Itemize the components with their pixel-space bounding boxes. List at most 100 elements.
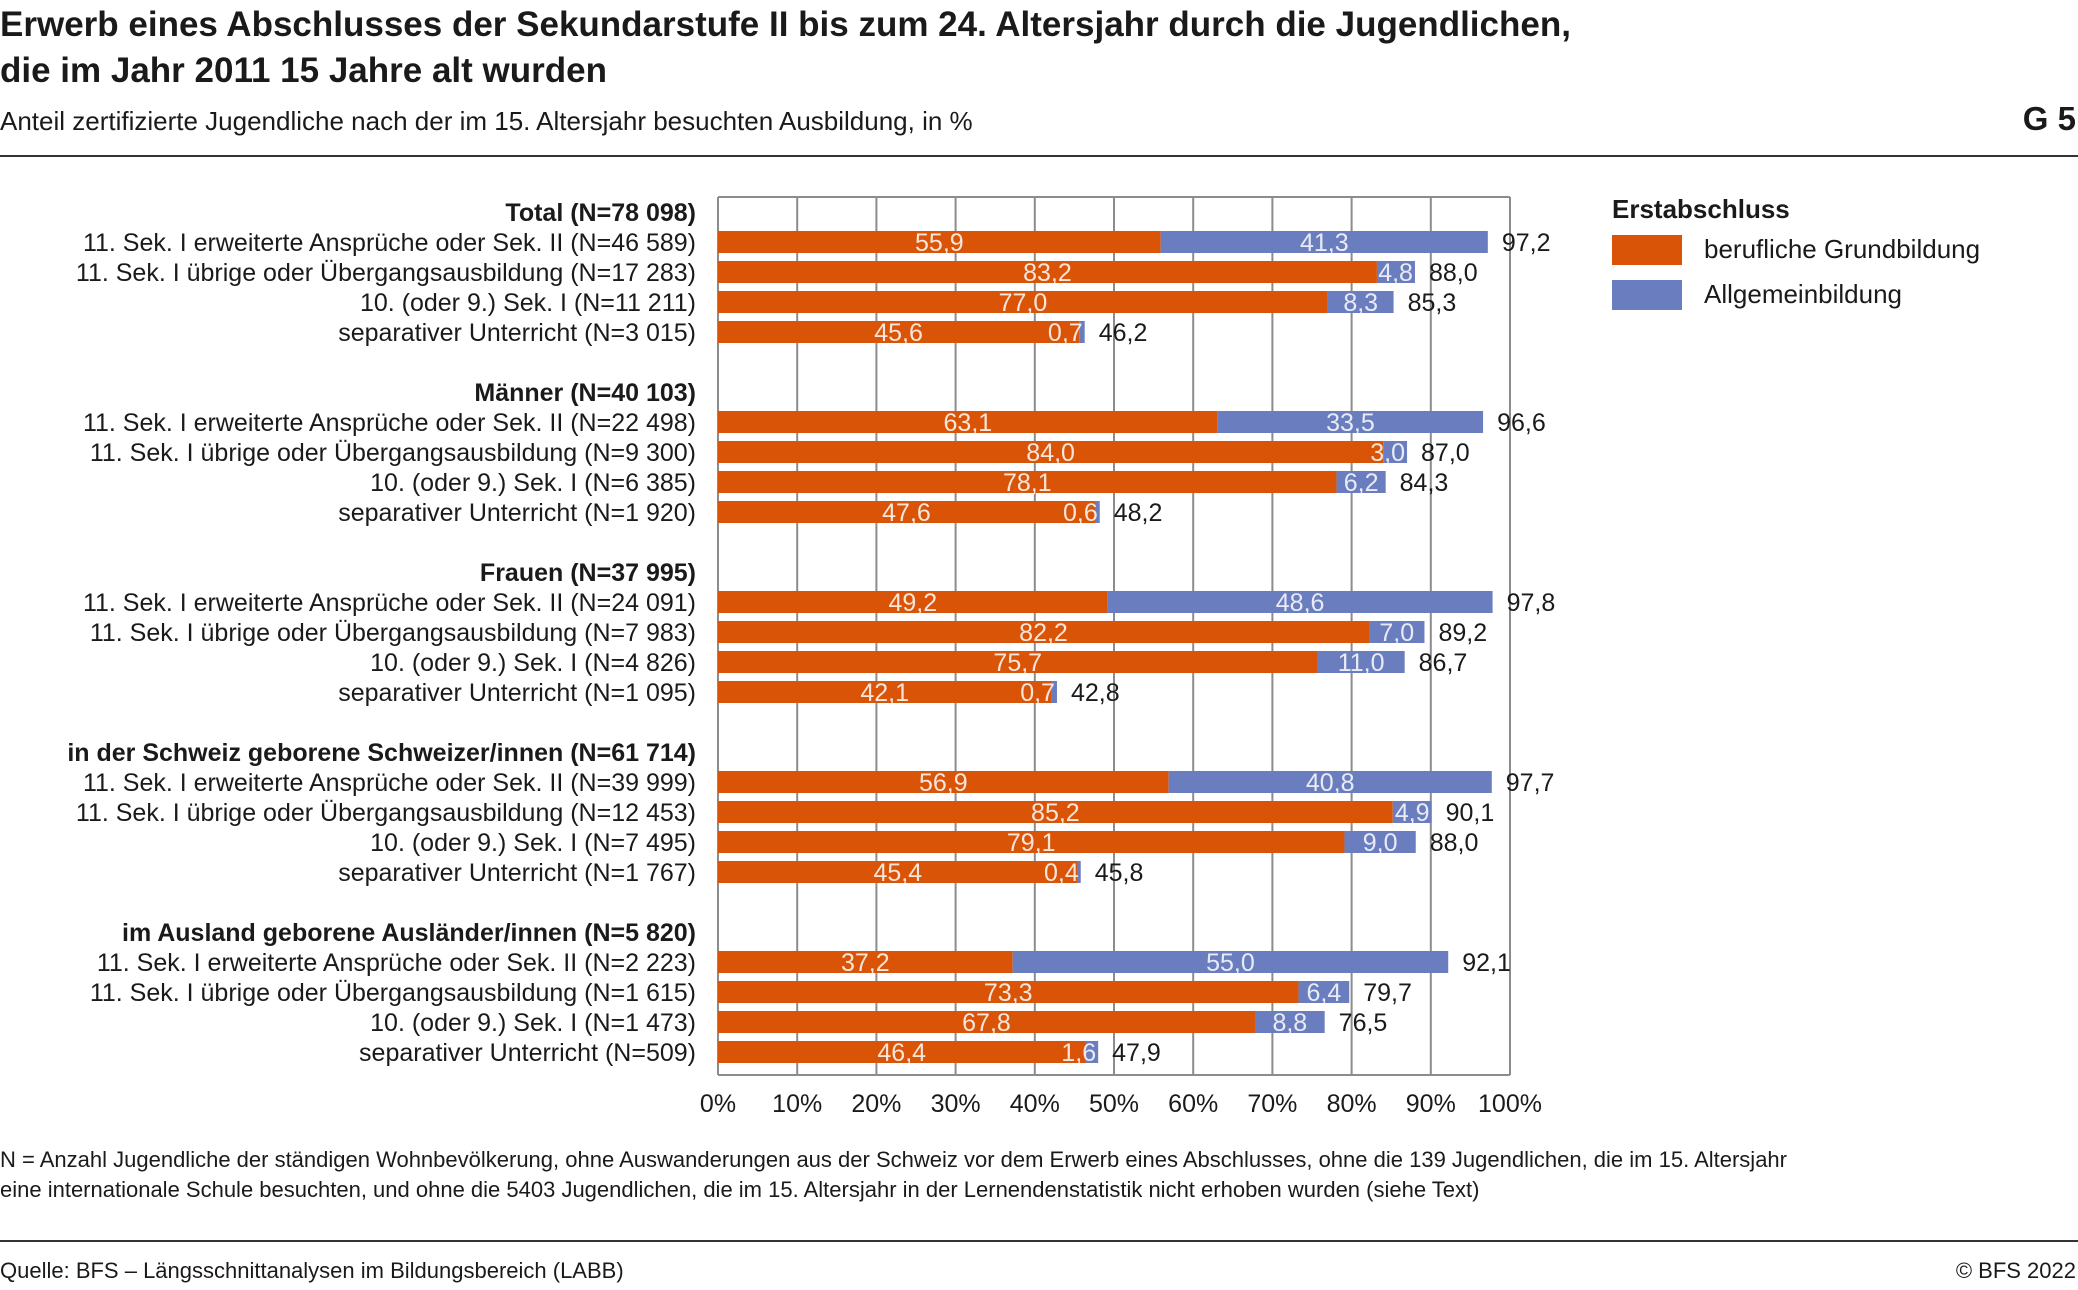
legend-label-berufliche: berufliche Grundbildung [1704, 234, 1981, 264]
data-label-berufliche: 79,1 [1007, 829, 1056, 857]
row-label: 11. Sek. I erweiterte Ansprüche oder Sek… [97, 949, 696, 977]
source-note: Quelle: BFS – Längsschnittanalysen im Bi… [0, 1258, 624, 1283]
bar-allgemein [1344, 831, 1416, 853]
data-label-allgemein: 1,6 [1061, 1039, 1096, 1067]
data-label-total: 47,9 [1112, 1039, 1161, 1067]
bar-berufliche [718, 471, 1337, 493]
bar-allgemein [1107, 591, 1493, 613]
row-label: 10. (oder 9.) Sek. I (N=7 495) [370, 829, 696, 857]
x-tick-label: 60% [1168, 1090, 1218, 1118]
data-label-total: 45,8 [1095, 859, 1144, 887]
row-label: 11. Sek. I übrige oder Übergangsausbildu… [76, 799, 696, 827]
data-label-allgemein: 0,4 [1044, 859, 1079, 887]
bar-berufliche [718, 261, 1377, 283]
bar-allgemein [1085, 1041, 1099, 1063]
data-label-berufliche: 67,8 [962, 1009, 1011, 1037]
stacked-bar-chart: 0%10%20%30%40%50%60%70%80%90%100%Total (… [67, 196, 1556, 1118]
group-label: Männer (N=40 103) [474, 379, 696, 407]
data-label-total: 97,8 [1507, 589, 1556, 617]
bar-berufliche [718, 981, 1299, 1003]
data-label-berufliche: 37,2 [841, 949, 890, 977]
data-label-allgemein: 3,0 [1370, 439, 1405, 467]
bar-berufliche [718, 501, 1095, 523]
x-tick-label: 100% [1478, 1090, 1542, 1118]
bar-berufliche [718, 681, 1052, 703]
bar-berufliche [718, 321, 1080, 343]
data-label-allgemein: 6,2 [1344, 469, 1379, 497]
chart-title-line-1: Erwerb eines Abschlusses der Sekundarstu… [0, 5, 1571, 44]
row-label: 11. Sek. I übrige oder Übergangsausbildu… [90, 439, 696, 467]
group-label: in der Schweiz geborene Schweizer/innen … [67, 739, 696, 767]
row-label: 11. Sek. I erweiterte Ansprüche oder Sek… [83, 229, 696, 257]
bar-berufliche [718, 831, 1345, 853]
data-label-total: 88,0 [1430, 829, 1479, 857]
data-label-total: 96,6 [1497, 409, 1546, 437]
bar-allgemein [1327, 291, 1394, 313]
data-label-total: 86,7 [1419, 649, 1468, 677]
legend-swatch-berufliche [1612, 234, 1682, 265]
data-label-total: 42,8 [1071, 679, 1120, 707]
data-label-total: 79,7 [1363, 979, 1412, 1007]
data-label-berufliche: 84,0 [1026, 439, 1075, 467]
bar-allgemein [1298, 981, 1350, 1003]
row-label: separativer Unterricht (N=1 095) [338, 679, 696, 707]
data-label-allgemein: 6,4 [1306, 979, 1341, 1007]
footnote: N = Anzahl Jugendliche der ständigen Woh… [0, 1145, 1960, 1205]
data-label-total: 89,2 [1438, 619, 1487, 647]
row-label: 11. Sek. I übrige oder Übergangsausbildu… [90, 979, 696, 1007]
bar-allgemein [1217, 411, 1484, 433]
bar-allgemein [1376, 261, 1415, 283]
bar-allgemein [1168, 771, 1492, 793]
group-label: Frauen (N=37 995) [480, 559, 696, 587]
data-label-allgemein: 4,8 [1378, 259, 1413, 287]
row-label: 11. Sek. I erweiterte Ansprüche oder Sek… [83, 769, 696, 797]
bar-allgemein [1079, 321, 1085, 343]
row-label: 10. (oder 9.) Sek. I (N=6 385) [370, 469, 696, 497]
chart-title-line-2: die im Jahr 2011 15 Jahre alt wurden [0, 51, 607, 90]
data-label-allgemein: 0,7 [1048, 319, 1083, 347]
data-label-total: 88,0 [1429, 259, 1478, 287]
data-label-total: 92,1 [1462, 949, 1511, 977]
graphic-number: G 5 [2022, 100, 2076, 137]
bar-berufliche [718, 951, 1013, 973]
group-label: im Ausland geborene Ausländer/innen (N=5… [122, 919, 696, 947]
data-label-total: 90,1 [1446, 799, 1495, 827]
data-label-allgemein: 40,8 [1306, 769, 1355, 797]
bar-berufliche [718, 861, 1078, 883]
legend-item-berufliche: berufliche Grundbildung [1612, 234, 1980, 265]
legend-title: Erstabschluss [1612, 194, 1790, 224]
footnote-line-2: eine internationale Schule besuchten, un… [0, 1177, 1480, 1202]
bar-berufliche [718, 1011, 1255, 1033]
bar-berufliche [718, 801, 1393, 823]
row-label: separativer Unterricht (N=1 767) [338, 859, 696, 887]
bar-allgemein [1392, 801, 1432, 823]
bar-berufliche [718, 231, 1161, 253]
data-label-allgemein: 8,8 [1272, 1009, 1307, 1037]
x-tick-label: 10% [772, 1090, 822, 1118]
bar-allgemein [1160, 231, 1488, 253]
bar-berufliche [718, 771, 1169, 793]
chart-title: Erwerb eines Abschlusses der Sekundarstu… [0, 2, 1900, 94]
bar-allgemein [1094, 501, 1100, 523]
data-label-allgemein: 41,3 [1300, 229, 1349, 257]
legend-swatch-allgemein [1612, 279, 1682, 310]
data-label-berufliche: 78,1 [1003, 469, 1052, 497]
x-tick-label: 30% [931, 1090, 981, 1118]
row-label: separativer Unterricht (N=3 015) [338, 319, 696, 347]
row-label: 10. (oder 9.) Sek. I (N=4 826) [370, 649, 696, 677]
data-label-total: 97,2 [1502, 229, 1551, 257]
data-label-berufliche: 45,6 [874, 319, 923, 347]
row-label: 11. Sek. I erweiterte Ansprüche oder Sek… [83, 409, 696, 437]
data-label-berufliche: 49,2 [888, 589, 937, 617]
x-tick-label: 70% [1247, 1090, 1297, 1118]
row-label: 10. (oder 9.) Sek. I (N=11 211) [360, 289, 696, 317]
bar-allgemein [1383, 441, 1408, 463]
x-tick-label: 50% [1089, 1090, 1139, 1118]
bar-allgemein [1317, 651, 1405, 673]
bar-berufliche [718, 1041, 1086, 1063]
bar-berufliche [718, 651, 1318, 673]
row-label: 11. Sek. I übrige oder Übergangsausbildu… [90, 619, 696, 647]
x-tick-label: 90% [1406, 1090, 1456, 1118]
data-label-total: 97,7 [1506, 769, 1555, 797]
bar-allgemein [1254, 1011, 1325, 1033]
